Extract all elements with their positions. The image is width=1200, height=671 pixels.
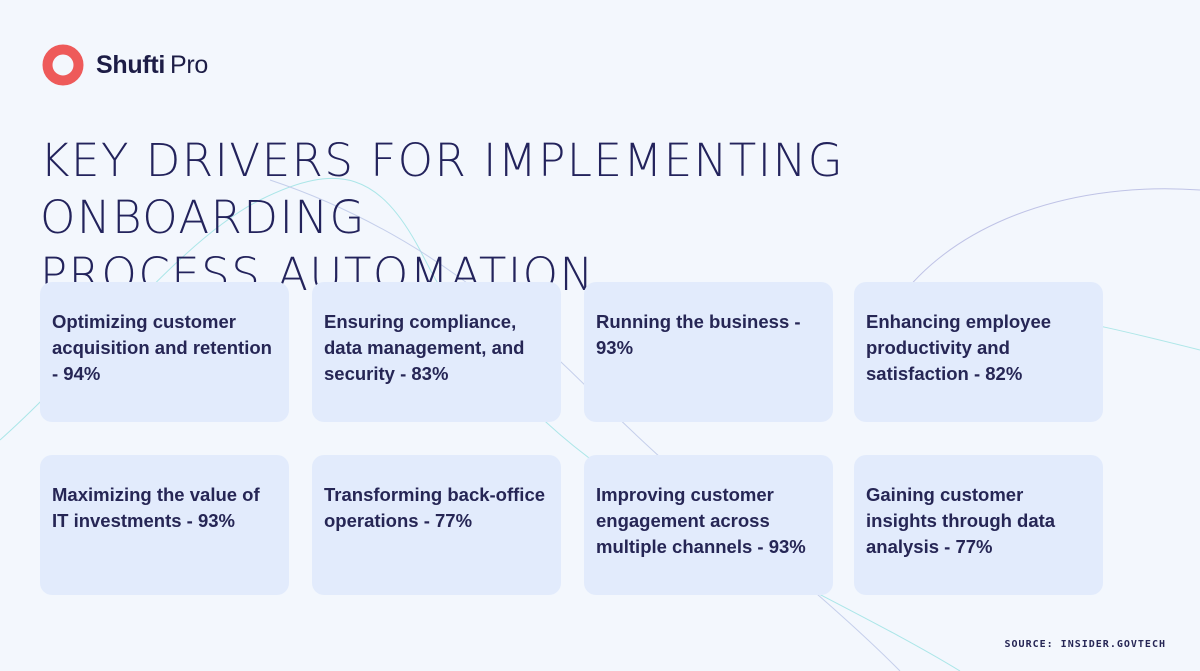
- driver-card-text: Transforming back-office operations - 77…: [324, 484, 546, 531]
- driver-card-text: Ensuring compliance, data management, an…: [324, 311, 525, 384]
- driver-card: Maximizing the value of IT investments -…: [40, 455, 289, 595]
- driver-card-text: Optimizing customer acquisition and rete…: [52, 311, 272, 384]
- driver-card-text: Gaining customer insights through data a…: [866, 484, 1056, 557]
- driver-card: Optimizing customer acquisition and rete…: [40, 282, 289, 422]
- driver-card: Gaining customer insights through data a…: [854, 455, 1103, 595]
- driver-card: Ensuring compliance, data management, an…: [312, 282, 561, 422]
- driver-card-text: Running the business - 93%: [596, 311, 801, 358]
- driver-card: Running the business - 93%: [584, 282, 833, 422]
- logo-text-bold: Shufti: [96, 50, 166, 79]
- page-title: Key drivers for implementing onboarding …: [40, 132, 1160, 303]
- driver-card-text: Improving customer engagement across mul…: [596, 484, 806, 557]
- driver-card: Enhancing employee productivity and sati…: [854, 282, 1103, 422]
- driver-card-text: Maximizing the value of IT investments -…: [52, 484, 260, 531]
- driver-card: Improving customer engagement across mul…: [584, 455, 833, 595]
- driver-card: Transforming back-office operations - 77…: [312, 455, 561, 595]
- driver-card-text: Enhancing employee productivity and sati…: [866, 311, 1052, 384]
- source-note: SOURCE: INSIDER.GOVTECH: [1004, 639, 1166, 650]
- logo-text-light: Pro: [170, 50, 209, 79]
- logo-ring-icon: [40, 42, 86, 88]
- title-line-1: Key drivers for implementing onboarding: [40, 134, 845, 244]
